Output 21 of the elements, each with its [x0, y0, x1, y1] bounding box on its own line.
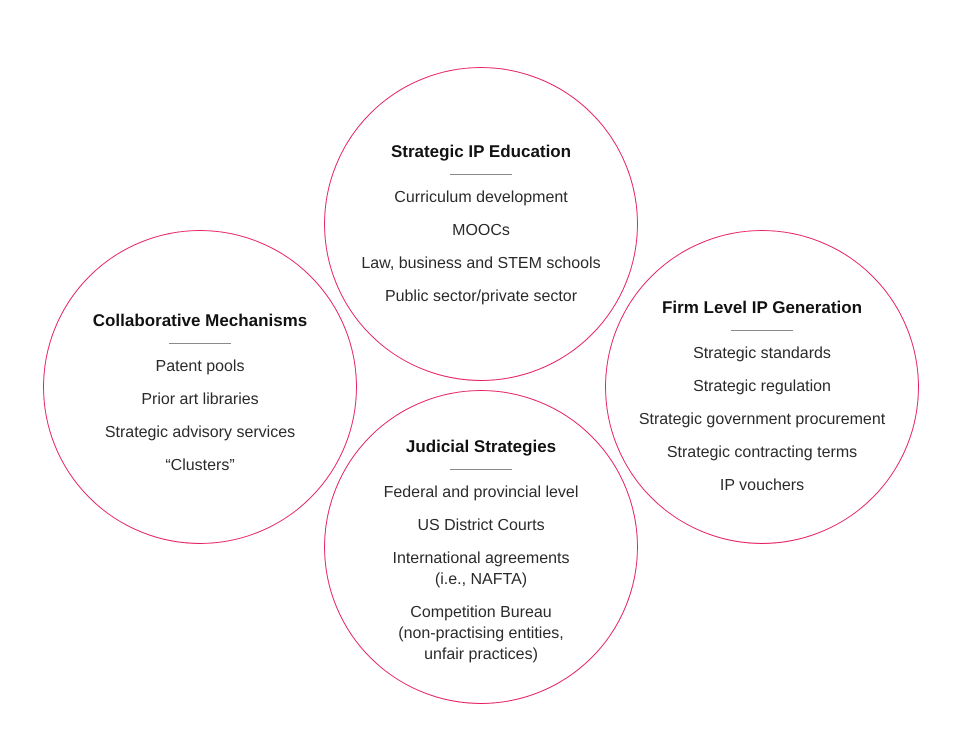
list-item: Patent pools [156, 356, 244, 376]
list-item: “Clusters” [165, 456, 235, 476]
list-item: Strategic standards [693, 344, 831, 364]
list-item: US District Courts [417, 516, 545, 536]
list-item: IP vouchers [720, 476, 804, 496]
list-item: Federal and provincial level [384, 483, 578, 503]
list-item: Strategic advisory services [104, 422, 296, 442]
list-item: Curriculum development [394, 188, 568, 208]
circle-heading: Judicial Strategies [406, 437, 556, 457]
list-item: International agreements (i.e., NAFTA) [392, 549, 570, 590]
list-item: MOOCs [452, 220, 510, 240]
list-item: Strategic government procurement [638, 410, 886, 430]
list-item: Public sector/private sector [384, 286, 578, 306]
list-item: Strategic contracting terms [666, 443, 858, 463]
list-item: Strategic regulation [693, 377, 831, 397]
circle-heading: Collaborative Mechanisms [92, 310, 308, 330]
circle-heading: Strategic IP Education [390, 142, 572, 162]
list-item: Prior art libraries [141, 390, 259, 410]
list-item: Law, business and STEM schools [361, 254, 601, 274]
list-item: Competition Bureau (non-practising entities, unfair practices) [397, 603, 565, 665]
circle-heading: Firm Level IP Generation [662, 298, 862, 318]
